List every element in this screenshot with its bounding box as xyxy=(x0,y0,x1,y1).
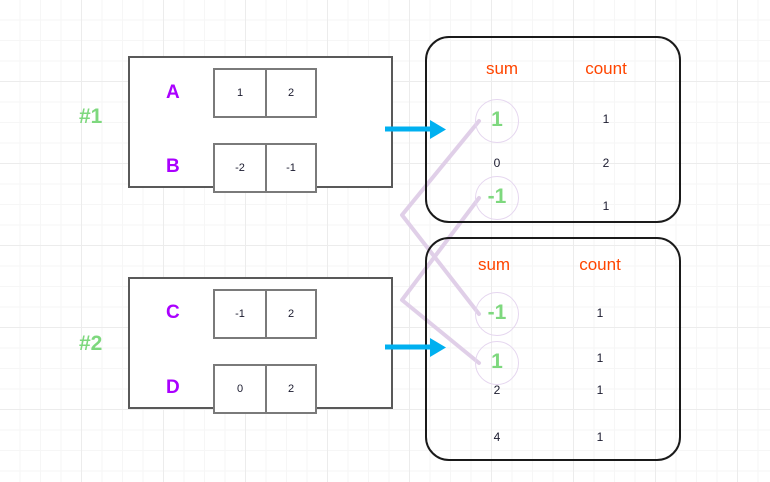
aggregate-2-count-1: 1 xyxy=(596,351,604,365)
aggregate-1-count-0: 1 xyxy=(602,112,610,126)
cell-a-0: 1 xyxy=(236,87,244,99)
row-cells-c: -1 2 xyxy=(213,289,317,339)
flow-arrow-partition1 xyxy=(385,120,446,139)
aggregate-2-header-count: count xyxy=(579,255,621,274)
cell-b-0: -2 xyxy=(235,162,245,174)
flow-arrow-partition2 xyxy=(385,338,446,357)
row-cells-a: 1 2 xyxy=(213,68,317,118)
partition-label-2: #2 xyxy=(79,332,103,355)
highlight-circle-agg1-row1 xyxy=(475,99,519,143)
aggregate-2-sum-0: -1 xyxy=(487,301,507,324)
cell-a-1: 2 xyxy=(265,70,315,116)
aggregate-2-sum-1: 1 xyxy=(491,350,503,373)
aggregate-1-header-sum: sum xyxy=(485,59,519,78)
aggregate-2-count-3: 1 xyxy=(596,430,604,444)
cell-d-0: 0 xyxy=(236,383,244,395)
aggregate-1-count-1: 2 xyxy=(602,156,610,170)
highlight-circle-agg2-row2 xyxy=(475,341,519,385)
row-cells-d: 0 2 xyxy=(213,364,317,414)
cell-c-0: -1 xyxy=(235,308,245,320)
row-letter-a: A xyxy=(166,82,180,103)
cell-c-1: 2 xyxy=(265,291,315,337)
row-letter-c: C xyxy=(166,302,180,323)
aggregate-1-sum-0: 1 xyxy=(491,108,503,131)
row-letter-d: D xyxy=(166,377,180,398)
cell-d-1: 2 xyxy=(265,366,315,412)
highlight-circle-agg1-row3 xyxy=(475,176,519,220)
aggregate-2-sum-2: 2 xyxy=(493,383,501,397)
aggregate-1-sum-2: -1 xyxy=(487,185,507,208)
link-topneg1-to-bottomneg1 xyxy=(400,196,481,365)
aggregate-1-count-2: 1 xyxy=(602,199,610,213)
aggregate-2-count-0: 1 xyxy=(596,306,604,320)
aggregate-2-header-sum: sum xyxy=(477,255,511,274)
partition-label-1: #1 xyxy=(79,105,103,128)
cell-b-1: -1 xyxy=(265,145,315,191)
aggregate-1-header-count: count xyxy=(585,59,627,78)
aggregate-2-count-2: 1 xyxy=(596,383,604,397)
row-cells-b: -2 -1 xyxy=(213,143,317,193)
link-top1-to-bottom1 xyxy=(400,119,481,316)
aggregate-2-sum-3: 4 xyxy=(493,430,501,444)
aggregate-1-sum-1: 0 xyxy=(493,156,501,170)
highlight-circle-agg2-row1 xyxy=(475,292,519,336)
row-letter-b: B xyxy=(166,156,180,177)
